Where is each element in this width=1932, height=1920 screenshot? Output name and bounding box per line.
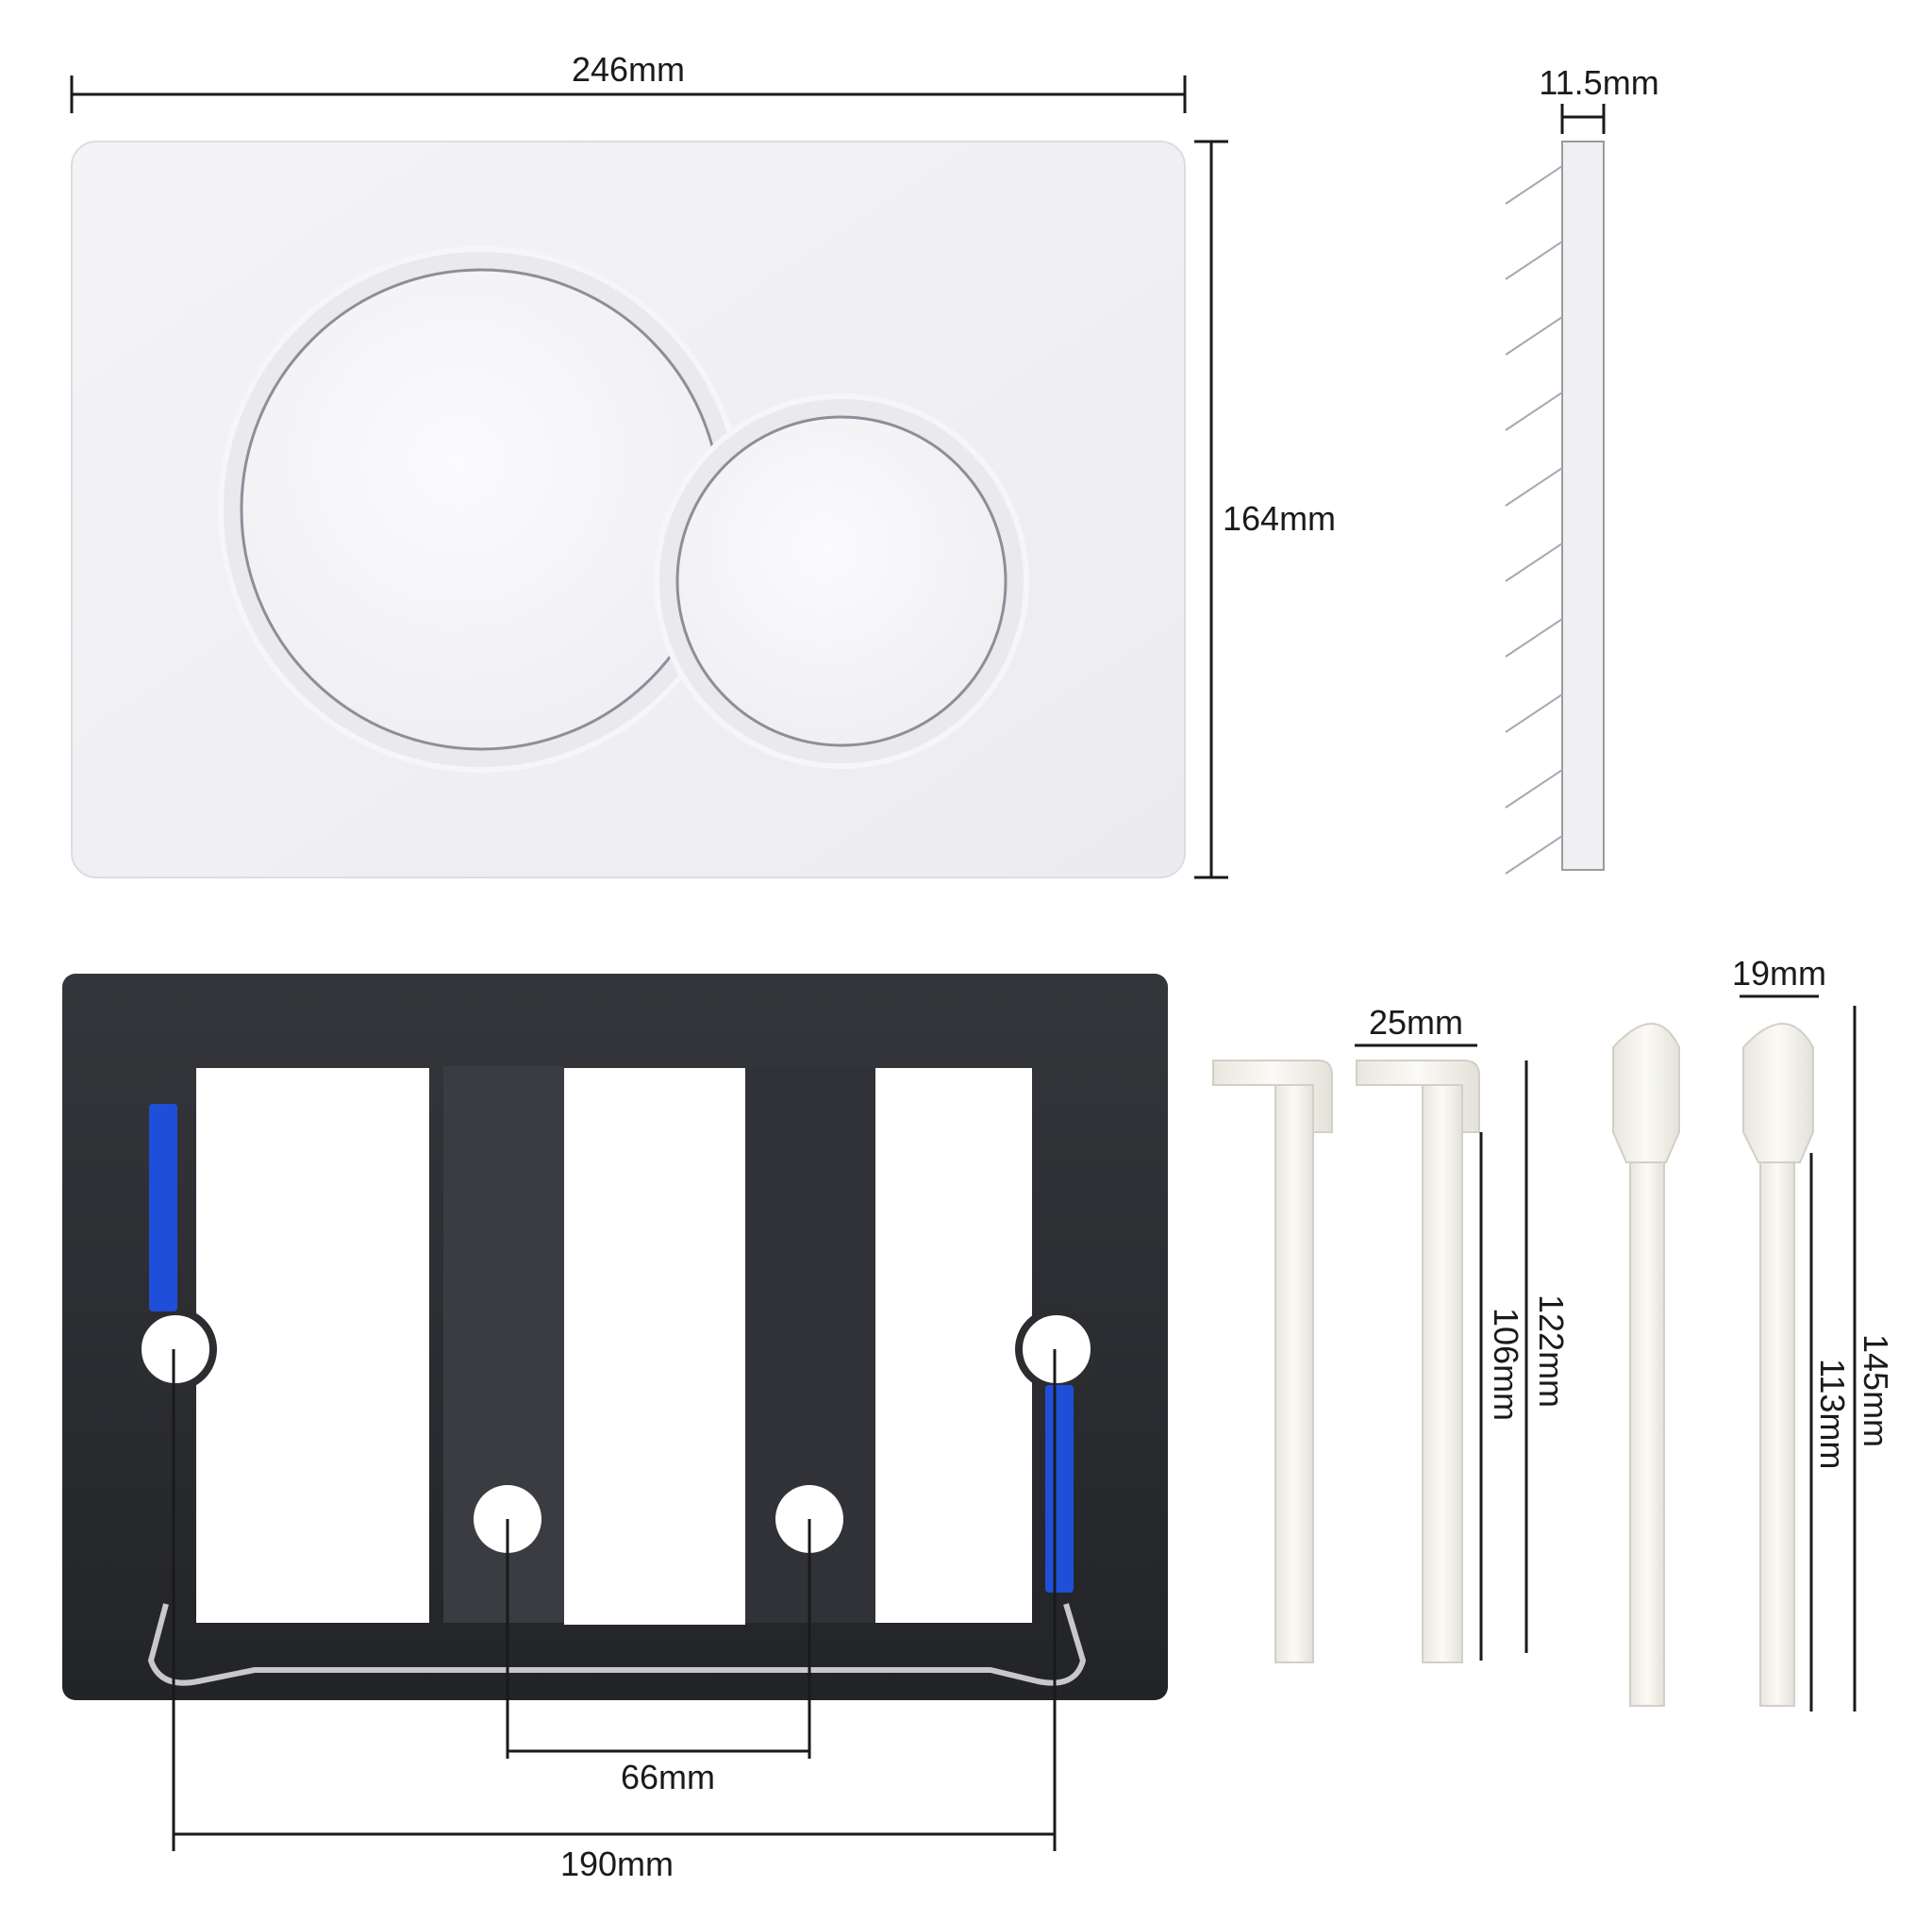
l-rod-total-length-dimension: 122mm: [1524, 1060, 1571, 1653]
plate-side-profile: [1561, 141, 1605, 871]
l-rod-head-width-label: 25mm: [1369, 1003, 1463, 1042]
frame-side-hole-right: [1015, 1308, 1098, 1391]
round-rod-head-width-dimension: 19mm: [1732, 954, 1826, 998]
strut-hole-spacing-label: 66mm: [621, 1758, 715, 1796]
blue-clip-right: [1045, 1385, 1074, 1593]
plate-thickness-dimension: 11.5mm: [1539, 63, 1659, 134]
round-rod-shaft-length-label: 113mm: [1813, 1359, 1852, 1469]
l-rod-total-length-label: 122mm: [1532, 1294, 1571, 1408]
frame-side-hole-left: [134, 1308, 217, 1391]
l-head-rod-2: [1356, 1060, 1480, 1663]
mounting-frame: [62, 974, 1168, 1700]
round-head-rod-1: [1612, 1023, 1680, 1707]
round-rod-shaft-length-dimension: 113mm: [1809, 1153, 1852, 1711]
flush-plate-front-view: [71, 141, 1186, 878]
l-rod-shaft-length-dimension: 106mm: [1479, 1132, 1525, 1661]
plate-width-dimension: 246mm: [70, 50, 1187, 113]
frame-opening-middle: [564, 1068, 745, 1625]
l-head-rod-1: [1212, 1060, 1333, 1663]
flush-plate-side-view: [1505, 141, 1605, 875]
round-rod-head-width-label: 19mm: [1732, 954, 1826, 993]
frame-opening-left: [196, 1068, 429, 1623]
side-hole-spacing-label: 190mm: [560, 1845, 674, 1883]
plate-width-label: 246mm: [572, 50, 685, 89]
blue-clip-left: [149, 1104, 177, 1311]
round-head-rod-2: [1742, 1023, 1814, 1707]
strut-hole-spacing-dimension: 66mm: [506, 1519, 811, 1796]
l-rod-shaft-length-label: 106mm: [1487, 1308, 1525, 1421]
half-flush-button: [675, 415, 1008, 747]
plate-height-dimension: 164mm: [1194, 140, 1336, 879]
full-flush-button: [240, 268, 723, 751]
round-rod-total-length-dimension: 145mm: [1853, 1006, 1895, 1711]
plate-thickness-label: 11.5mm: [1539, 63, 1658, 102]
side-hole-spacing-dimension: 190mm: [172, 1349, 1057, 1883]
wire-spring: [147, 1603, 1087, 1686]
l-rod-head-width-dimension: 25mm: [1355, 1003, 1477, 1047]
plate-height-label: 164mm: [1223, 499, 1336, 538]
round-rod-total-length-label: 145mm: [1857, 1334, 1895, 1447]
wall-hatching: [1505, 165, 1563, 875]
frame-opening-right: [875, 1068, 1032, 1623]
